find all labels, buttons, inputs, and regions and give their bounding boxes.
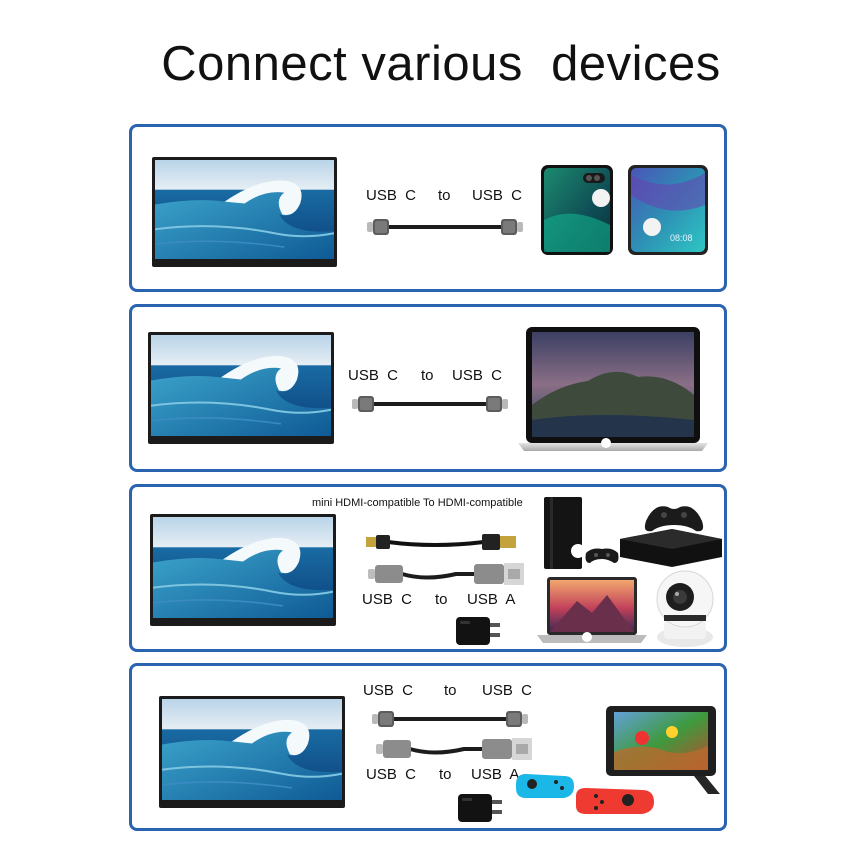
portable-monitor xyxy=(148,332,334,444)
laptop-small xyxy=(537,577,647,643)
usb-c-to-usb-a-cable-icon xyxy=(374,734,534,764)
phone-clock: 08:08 xyxy=(670,233,693,243)
cable-label-left: USB C xyxy=(363,682,414,699)
cable-label-to: to xyxy=(435,591,448,608)
usb-c-cable-icon xyxy=(350,393,510,415)
cable-label-left: USB C xyxy=(362,591,413,608)
cable-label-right: USB A xyxy=(467,591,516,608)
hdmi-cable-icon xyxy=(364,532,524,552)
cable-label-left: USB C xyxy=(366,187,417,204)
game-console-ps4 xyxy=(544,497,619,569)
cable-label-left: USB C xyxy=(366,766,417,783)
cable-label-right: USB C xyxy=(452,367,503,384)
power-adapter-icon xyxy=(454,786,504,826)
portable-monitor xyxy=(159,696,345,808)
panel-consoles: mini HDMI-compatible To HDMI-compatible … xyxy=(129,484,727,652)
hdmi-caption: mini HDMI-compatible To HDMI-compatible xyxy=(312,497,523,509)
cable-label-left: USB C xyxy=(348,367,399,384)
power-adapter-icon xyxy=(452,609,502,649)
game-console-xbox xyxy=(620,506,722,567)
smartphone-blue: 08:08 xyxy=(628,165,708,255)
joycon-controllers xyxy=(516,774,654,814)
portable-monitor xyxy=(152,157,337,267)
cable-label-to: to xyxy=(421,367,434,384)
page-title: Connect various devices xyxy=(161,37,721,91)
panel-switch: USB C to USB C USB C to USB A xyxy=(129,663,727,831)
cable-label-to: to xyxy=(444,682,457,699)
usb-c-to-usb-a-cable-icon xyxy=(366,559,526,589)
usb-c-cable-icon xyxy=(365,216,525,238)
smartphone-green xyxy=(541,165,613,255)
usb-c-cable-icon xyxy=(370,708,530,730)
cable-label-to: to xyxy=(438,187,451,204)
laptop xyxy=(518,327,708,451)
portable-monitor xyxy=(150,514,336,626)
cable-label-to: to xyxy=(439,766,452,783)
cable-label-right: USB C xyxy=(482,682,533,699)
cable-label-right: USB A xyxy=(471,766,520,783)
handheld-console-switch xyxy=(606,706,720,794)
panel-laptop: USB C to USB C xyxy=(129,304,727,472)
cable-label-right: USB C xyxy=(472,187,523,204)
security-camera xyxy=(656,570,714,647)
panel-phones: USB C to USB C 08:08 xyxy=(129,124,727,292)
